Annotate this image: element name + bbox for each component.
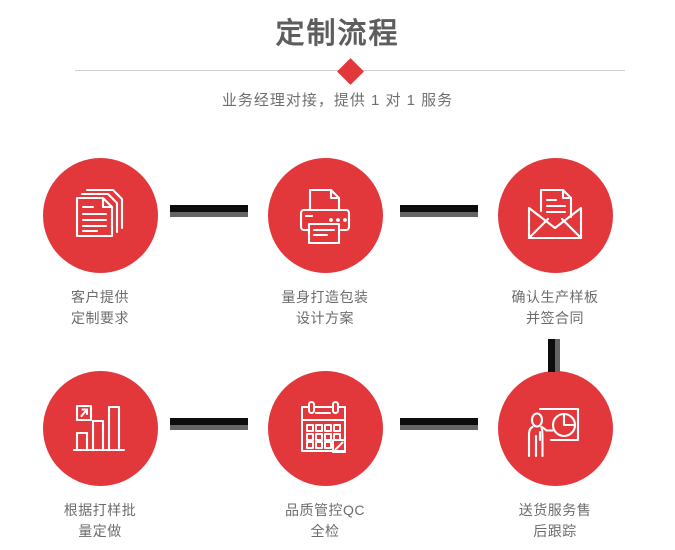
connector-bar [400, 418, 478, 425]
flow-step-1[interactable]: 客户提供 定制要求 [25, 158, 175, 329]
flow-step-6-label: 送货服务售 后跟踪 [518, 502, 592, 539]
connector-step4-step5 [170, 418, 248, 430]
flow-step-4[interactable]: 根据打样批 量定做 [25, 371, 175, 542]
documents-stack-icon [69, 185, 131, 247]
header-divider [75, 57, 625, 85]
flow-step-3[interactable]: 确认生产样板 并签合同 [480, 158, 630, 329]
connector-step1-step2 [170, 205, 248, 217]
flow-step-1-circle [42, 158, 158, 273]
connector-bar [170, 205, 248, 212]
connector-shadow [170, 212, 248, 217]
flow-step-5[interactable]: 品质管控QC 全检 [250, 371, 400, 542]
presenter-pie-chart-icon [524, 399, 586, 459]
flow-step-2-circle [267, 158, 383, 273]
connector-shadow [400, 212, 478, 217]
flow-step-2-label: 量身打造包装 设计方案 [281, 289, 369, 326]
envelope-letter-icon [522, 186, 588, 246]
connector-bar [400, 205, 478, 212]
flow-step-3-label: 确认生产样板 并签合同 [511, 289, 599, 326]
flow-step-5-circle [267, 371, 383, 486]
connector-step3-step6 [548, 339, 560, 372]
flow-step-1-label: 客户提供 定制要求 [71, 289, 129, 326]
connector-bar [170, 418, 248, 425]
calendar-check-icon [294, 399, 356, 459]
printer-icon [293, 185, 357, 247]
flow-step-3-circle [497, 158, 613, 273]
connector-bar [548, 339, 555, 372]
flow-step-2[interactable]: 量身打造包装 设计方案 [250, 158, 400, 329]
connector-shadow [400, 425, 478, 430]
connector-step5-step6 [400, 418, 478, 430]
page-header: 定制流程 业务经理对接，提供 1 对 1 服务 [0, 0, 675, 130]
connector-step2-step3 [400, 205, 478, 217]
connector-shadow [170, 425, 248, 430]
page-title: 定制流程 [275, 18, 400, 50]
connector-shadow [555, 339, 560, 372]
flow-step-4-circle [42, 371, 158, 486]
flow-step-4-label: 根据打样批 量定做 [63, 502, 137, 539]
flow-step-6-circle [497, 371, 613, 486]
flow-step-6[interactable]: 送货服务售 后跟踪 [480, 371, 630, 542]
bar-chart-growth-icon [69, 400, 131, 458]
flow-step-5-label: 品质管控QC 全检 [285, 502, 365, 539]
page-subtitle: 业务经理对接，提供 1 对 1 服务 [221, 92, 454, 109]
